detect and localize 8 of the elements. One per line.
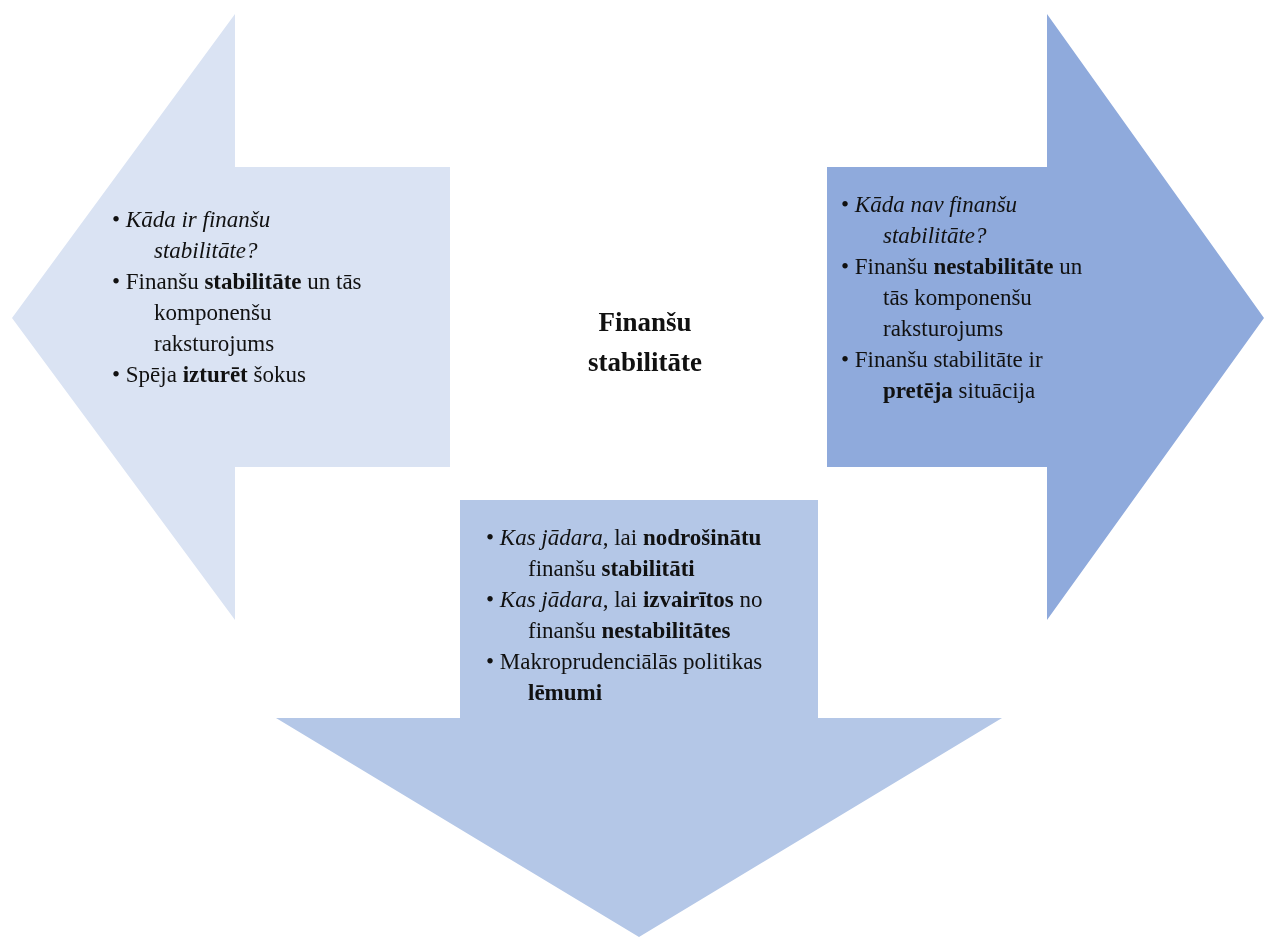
- bullet-item: • Makroprudenciālās politikas lēmumi: [486, 648, 764, 707]
- center-title: Finanšu stabilitāte: [587, 306, 703, 379]
- bullet-item: • Spēja izturēt šokus: [112, 361, 307, 389]
- bullet-item: • Finanšu nestabilitāte un tās komponenšu raksturojums: [841, 253, 1084, 343]
- bullet-item: • Kāda ir finanšu stabilitāte?: [112, 206, 272, 265]
- bullet-item: • Kāda nav finanšu stabilitāte?: [841, 191, 1019, 250]
- bullet-item: • Kas jādara, lai izvairītos no finanšu nestabilitātes: [486, 586, 764, 645]
- bullet-item: • Finanšu stabilitāte ir pretēja situācija: [841, 346, 1044, 405]
